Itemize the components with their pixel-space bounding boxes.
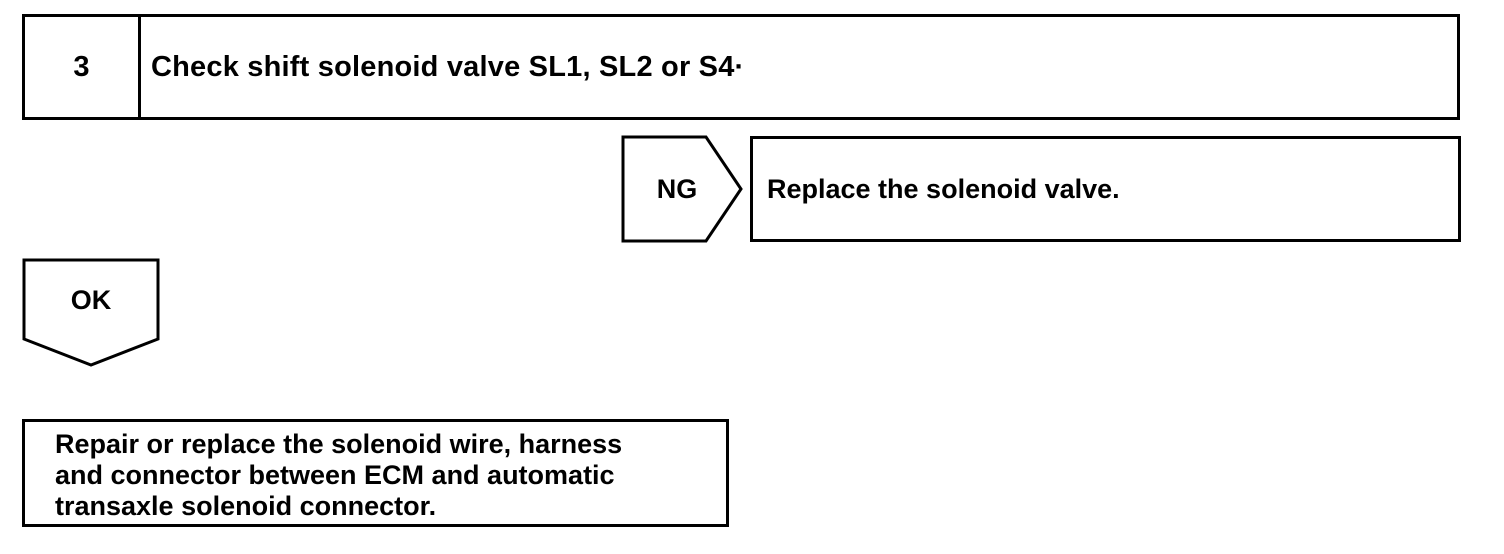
ng-label: NG <box>656 173 698 204</box>
final-action-line: transaxle solenoid connector. <box>55 491 437 521</box>
ok-arrow-shape <box>22 258 160 367</box>
final-action-box: Repair or replace the solenoid wire, har… <box>22 419 729 527</box>
ok-label: OK <box>70 284 112 315</box>
ng-action-box: Replace the solenoid valve. <box>750 136 1461 242</box>
ng-action-text: Replace the solenoid valve. <box>767 173 1120 204</box>
step-number: 3 <box>25 17 141 117</box>
final-action-line: and connector between ECM and automatic <box>55 460 615 490</box>
final-action-text: Repair or replace the solenoid wire, har… <box>55 429 716 522</box>
final-action-line: Repair or replace the solenoid wire, har… <box>55 429 623 459</box>
step-header: 3 Check shift solenoid valve SL1, SL2 or… <box>22 14 1460 120</box>
ng-arrow-shape <box>621 135 743 243</box>
step-title: Check shift solenoid valve SL1, SL2 or S… <box>151 50 745 83</box>
